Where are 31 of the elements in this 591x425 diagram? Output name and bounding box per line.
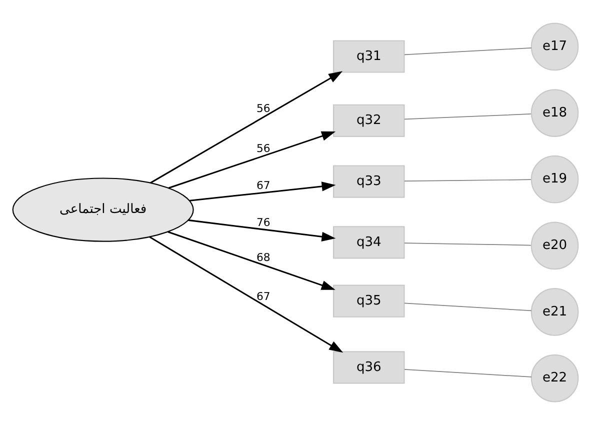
node-box: q32: [333, 104, 405, 137]
arrow: [190, 182, 336, 202]
edge-label: 76: [256, 216, 270, 230]
edge-label: 56: [256, 102, 270, 115]
node-circle: e20: [530, 222, 579, 270]
arrow: [150, 71, 343, 184]
node-circle: e22: [530, 354, 579, 402]
node-box: q31: [333, 40, 405, 73]
node-circle: e17: [530, 22, 579, 71]
node-ellipse: فعالیت اجتماعی: [12, 178, 194, 242]
node-box: q35: [333, 284, 405, 318]
node-circle: e21: [530, 288, 579, 336]
arrow: [149, 236, 344, 353]
arrow: [168, 231, 336, 290]
connector: [404, 369, 532, 378]
node-circle: e19: [530, 155, 579, 204]
node-circle: e18: [530, 89, 579, 137]
node-box: q33: [333, 165, 405, 198]
connector: [404, 114, 532, 120]
edge-label: 67: [256, 290, 270, 304]
connector: [404, 179, 532, 182]
arrow: [188, 219, 336, 242]
connector: [404, 47, 532, 56]
node-box: q34: [333, 226, 405, 259]
arrow: [168, 131, 336, 189]
node-box: q36: [333, 351, 405, 384]
connector: [404, 242, 532, 246]
connector: [404, 302, 532, 312]
edge-label: 67: [256, 179, 270, 192]
edge-label: 68: [256, 250, 270, 264]
edge-label: 56: [256, 142, 270, 156]
